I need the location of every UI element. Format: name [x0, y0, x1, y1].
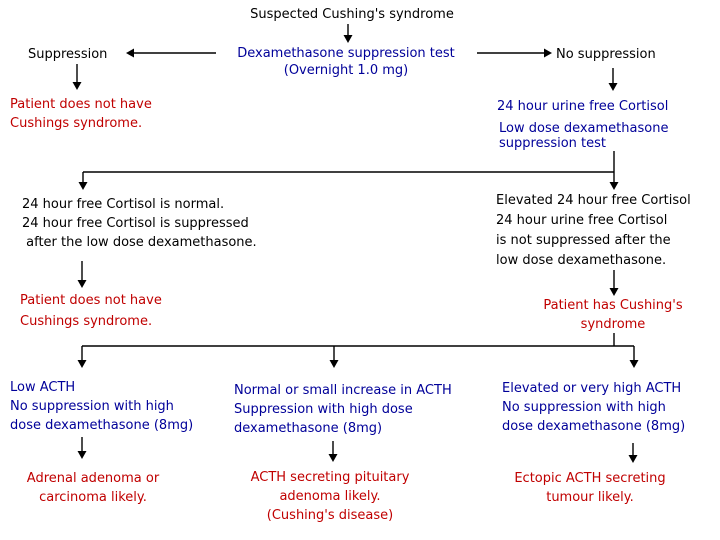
- node-dx-adrenal-adenoma: Adrenal adenoma or carcinoma likely.: [26, 471, 160, 505]
- node-acth-elevated: Elevated or very high ACTH No suppressio…: [502, 381, 686, 434]
- branch-acth-split: [77, 333, 639, 368]
- node-suppression: Suppression: [28, 47, 108, 62]
- node-acth-normal-increase: Normal or small increase in ACTH Suppres…: [234, 383, 452, 436]
- node-dx-pituitary-adenoma: ACTH secreting pituitary adenoma likely.…: [250, 470, 410, 523]
- arrow-suppression-down: [72, 64, 82, 90]
- arrow-elevated-down: [609, 270, 619, 296]
- node-suspected-cushings: Suspected Cushing's syndrome: [250, 7, 454, 22]
- node-cortisol-elevated: Elevated 24 hour free Cortisol 24 hour u…: [496, 193, 691, 268]
- arrow-dextest-to-suppression: [126, 48, 216, 58]
- arrow-normal-down: [77, 261, 87, 288]
- node-low-dose-test: Low dose dexamethasone suppression test: [499, 121, 669, 151]
- node-urine-free-cortisol: 24 hour urine free Cortisol: [497, 99, 669, 114]
- arrow-acth-low-down: [77, 437, 87, 459]
- arrow-nosuppression-down: [608, 68, 618, 91]
- node-no-suppression: No suppression: [556, 47, 656, 62]
- node-dexamethasone-test: Dexamethasone suppression test (Overnigh…: [237, 46, 455, 78]
- arrow-acth-high-down: [628, 443, 638, 463]
- node-patient-has-cushings: Patient has Cushing's syndrome: [543, 298, 683, 332]
- branch-lowdose-split: [78, 151, 619, 190]
- node-cortisol-normal: 24 hour free Cortisol is normal. 24 hour…: [22, 197, 257, 250]
- node-acth-low: Low ACTH No suppression with high dose d…: [10, 380, 194, 433]
- node-dx-ectopic-tumour: Ectopic ACTH secreting tumour likely.: [514, 471, 666, 505]
- node-patient-no-cushings-1: Patient does not have Cushings syndrome.: [10, 97, 152, 131]
- arrow-acth-normal-down: [328, 441, 338, 462]
- arrow-dextest-to-nosuppression: [477, 48, 552, 58]
- node-patient-no-cushings-2: Patient does not have Cushings syndrome.: [20, 293, 162, 329]
- arrow-title-to-dextest: [343, 24, 353, 43]
